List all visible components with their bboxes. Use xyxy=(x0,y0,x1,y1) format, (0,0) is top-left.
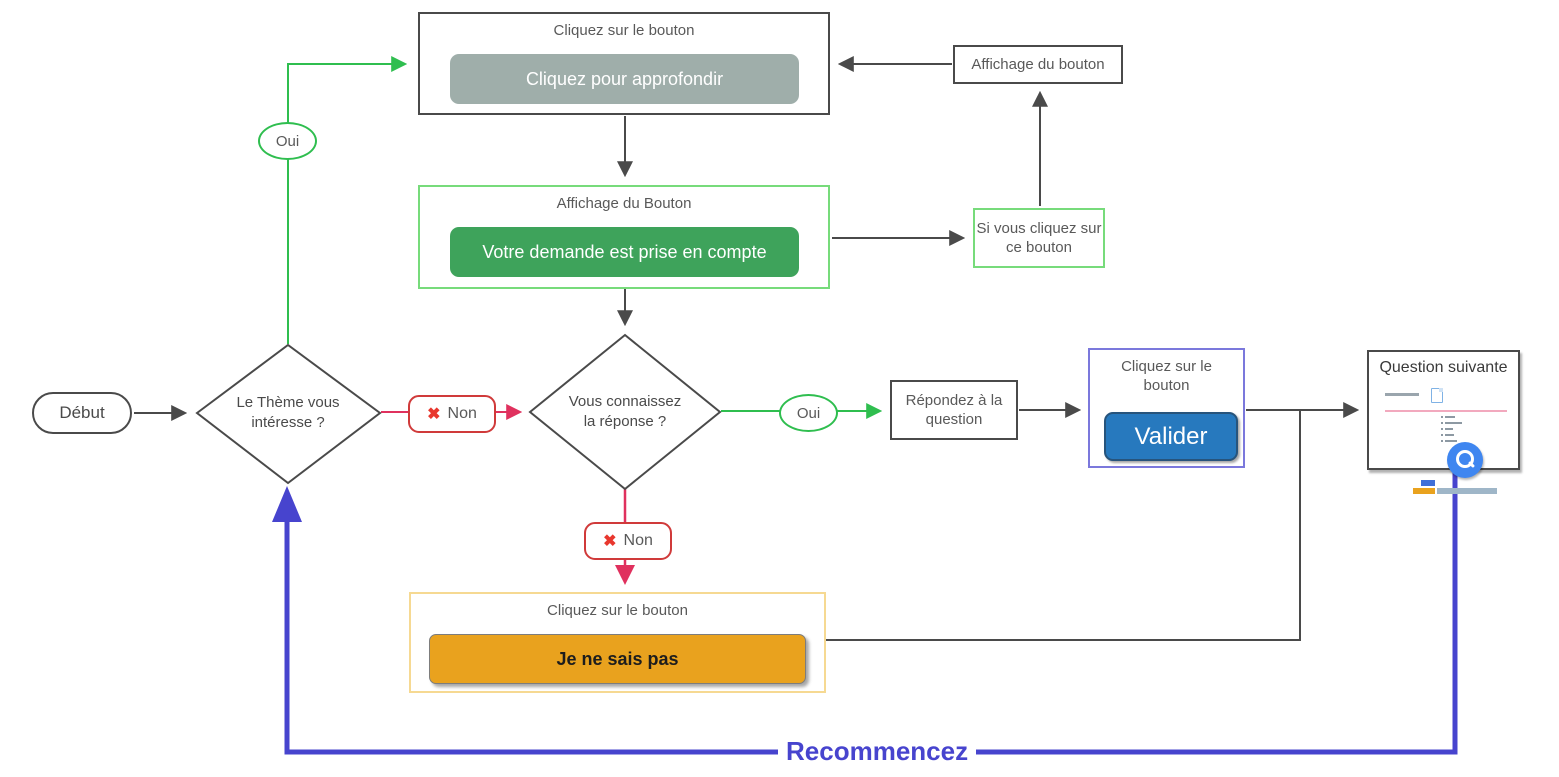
x-icon: ✖ xyxy=(603,533,617,550)
yes-top-label: Oui xyxy=(258,122,317,160)
mini-option xyxy=(1445,422,1462,424)
valider-button: Valider xyxy=(1104,412,1238,461)
node-header: Cliquez sur le bouton xyxy=(547,602,688,619)
node-next-question: Question suivante xyxy=(1367,350,1522,494)
x-icon: ✖ xyxy=(427,406,441,423)
mini-bullet xyxy=(1441,440,1443,442)
node-header: Cliquez sur le bouton xyxy=(1121,358,1212,394)
mini-bullet xyxy=(1441,428,1443,430)
je-ne-sais-pas-button: Je ne sais pas xyxy=(429,634,806,684)
document-icon xyxy=(1431,388,1443,403)
mini-question-text xyxy=(1385,393,1419,396)
decision-theme-label: Le Thème vous intéresse ? xyxy=(236,393,340,431)
node-validate: Cliquez sur le bouton Valider xyxy=(1088,348,1245,468)
node-answer: Répondez à la question xyxy=(890,380,1018,440)
mini-blue-badge xyxy=(1421,480,1435,486)
mini-option xyxy=(1445,440,1457,442)
next-question-title: Question suivante xyxy=(1379,359,1508,376)
mini-bullet xyxy=(1441,434,1443,436)
mini-gray-bar xyxy=(1437,488,1497,494)
demande-prise-en-compte-button: Votre demande est prise en compte xyxy=(450,227,799,277)
no-mid-badge: ✖ Non xyxy=(408,395,496,433)
no-down-badge: ✖ Non xyxy=(584,522,672,560)
start-node: Début xyxy=(32,392,132,434)
mini-bullet xyxy=(1441,422,1443,424)
mini-bullet xyxy=(1441,416,1443,418)
mini-screenshot xyxy=(1369,384,1522,494)
decision-answer-label: Vous connaissez la réponse ? xyxy=(568,392,682,430)
mini-divider xyxy=(1385,410,1507,412)
mini-orange-bar xyxy=(1413,488,1435,494)
node-header: Affichage du Bouton xyxy=(556,195,692,212)
mini-option xyxy=(1445,416,1455,418)
approfondir-button: Cliquez pour approfondir xyxy=(450,54,799,104)
node-display-button: Affichage du bouton xyxy=(953,45,1123,84)
node-if-click: Si vous cliquez sur ce bouton xyxy=(973,208,1105,268)
magnifier-icon xyxy=(1447,442,1483,478)
node-dont-know: Cliquez sur le bouton Je ne sais pas xyxy=(409,592,826,693)
mini-option xyxy=(1445,434,1454,436)
node-display-green: Affichage du Bouton Votre demande est pr… xyxy=(418,185,830,289)
yes-right-label: Oui xyxy=(779,394,838,432)
node-click-button-top: Cliquez sur le bouton Cliquez pour appro… xyxy=(418,12,830,115)
restart-label: Recommencez xyxy=(778,736,977,767)
mini-option xyxy=(1445,428,1453,430)
node-header: Cliquez sur le bouton xyxy=(553,22,695,39)
